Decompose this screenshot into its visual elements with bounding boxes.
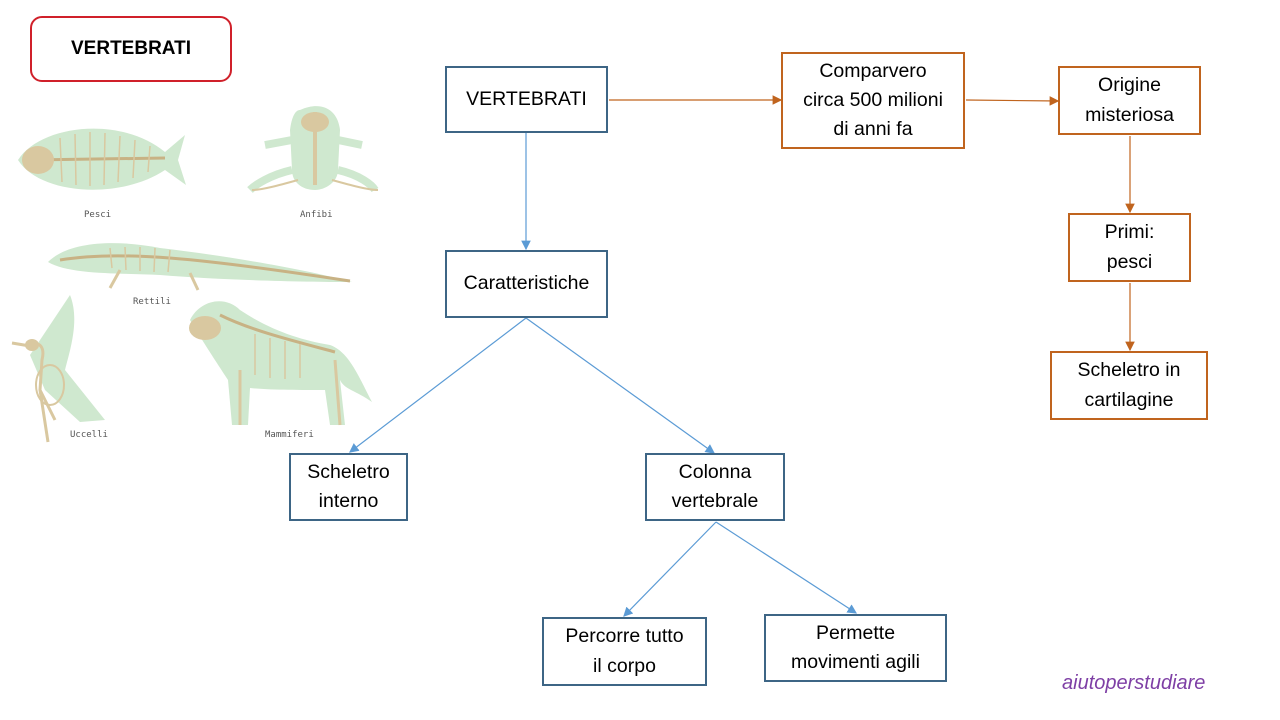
caption-uccelli: Uccelli <box>70 430 108 440</box>
reptile-skeleton <box>48 243 352 291</box>
edge-colonna-percorre <box>623 521 717 617</box>
node-permette: Permette movimenti agili <box>764 614 947 682</box>
caption-anfibi: Anfibi <box>300 210 333 220</box>
node-scheletro-cartilagine: Scheletro in cartilagine <box>1050 351 1208 420</box>
node-primi-pesci: Primi: pesci <box>1068 213 1191 282</box>
bird-skeleton <box>11 295 105 443</box>
watermark: aiutoperstudiare <box>1062 672 1206 694</box>
caption-mammiferi: Mammiferi <box>265 430 314 440</box>
caption-rettili: Rettili <box>133 297 171 307</box>
title-label: VERTEBRATI <box>71 38 191 59</box>
edge-comparvero-origine <box>965 96 1060 106</box>
node-origine: Origine misteriosa <box>1058 66 1201 135</box>
node-colonna-vertebrale: Colonna vertebrale <box>645 453 785 521</box>
mammal-skeleton <box>189 301 372 426</box>
edge-colonna-permette <box>715 521 858 614</box>
node-vertebrati: VERTEBRATI <box>445 66 608 133</box>
edge-caratteristiche-colonna <box>525 317 715 454</box>
fish-skeleton <box>18 128 186 190</box>
edge-caratteristiche-scheletro <box>349 317 527 453</box>
node-comparvero: Comparvero circa 500 milioni di anni fa <box>781 52 965 149</box>
node-caratteristiche: Caratteristiche <box>445 250 608 318</box>
frog-skeleton <box>247 106 379 193</box>
node-percorre: Percorre tutto il corpo <box>542 617 707 686</box>
title-box: VERTEBRATI <box>30 16 232 82</box>
vertebrate-skeletons-illustration: Pesci Anfibi Rettili Uccelli <box>11 106 379 443</box>
node-scheletro-interno: Scheletro interno <box>289 453 408 521</box>
caption-pesci: Pesci <box>84 210 111 220</box>
